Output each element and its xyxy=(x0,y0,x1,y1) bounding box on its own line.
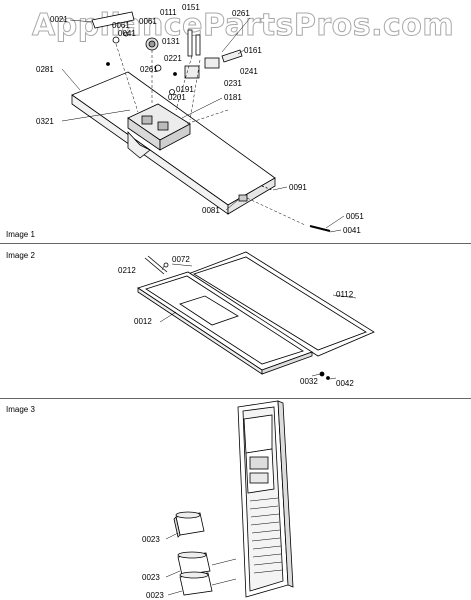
section-label-image1: Image 1 xyxy=(6,230,35,239)
part-label: 0321 xyxy=(36,117,54,126)
part-label: 0131 xyxy=(162,37,180,46)
image2-diagram: 0212 0072 0112 0012 0032 0042 xyxy=(118,251,375,388)
part-label: 0023 xyxy=(146,591,164,600)
part-label: 0161 xyxy=(244,46,262,55)
section-divider xyxy=(0,398,471,399)
image1-diagram: 0021 0061 0061 0041 0111 0151 0261 0131 … xyxy=(36,3,364,235)
part-label: 0241 xyxy=(240,67,258,76)
part-label: 0021 xyxy=(50,15,68,24)
part-label: 0072 xyxy=(172,255,190,264)
part-label: 0051 xyxy=(346,212,364,221)
image2-part-labels: 0212 0072 0112 0012 0032 0042 xyxy=(118,255,354,388)
part-label: 0023 xyxy=(142,573,160,582)
part-label: 0281 xyxy=(36,65,54,74)
part-label: 0023 xyxy=(142,535,160,544)
part-label: 0112 xyxy=(336,290,354,299)
part-label: 0231 xyxy=(224,79,242,88)
top-cover-side-edge xyxy=(227,177,276,215)
part-label: 0032 xyxy=(300,377,318,386)
section-divider xyxy=(0,243,471,244)
part-label: 0191 xyxy=(176,85,194,94)
part-label: 0181 xyxy=(224,93,242,102)
part-label: 0151 xyxy=(182,3,200,12)
part-label: 0061 xyxy=(112,21,130,30)
part-label: 0091 xyxy=(289,183,307,192)
section-label-image2: Image 2 xyxy=(6,251,35,260)
image3-part-labels: 0023 0023 0023 xyxy=(142,535,164,600)
part-label: 0041 xyxy=(118,29,136,38)
door-bin xyxy=(177,551,211,576)
image3-diagram: 0023 0023 0023 xyxy=(142,400,294,600)
part-label: 0012 xyxy=(134,317,152,326)
part-label: 0041 xyxy=(343,226,361,235)
section-label-image3: Image 3 xyxy=(6,405,35,414)
part-label: 0081 xyxy=(202,206,220,215)
part-label: 0061 xyxy=(139,17,157,26)
part-label: 0261 xyxy=(232,9,250,18)
part-label: 0042 xyxy=(336,379,354,388)
part-label: 0261 xyxy=(140,65,158,74)
part-label: 0201 xyxy=(168,93,186,102)
image1-part-labels: 0021 0061 0061 0041 0111 0151 0261 0131 … xyxy=(36,3,364,235)
part-label: 0111 xyxy=(160,8,177,17)
part-label: 0221 xyxy=(164,54,182,63)
part-label: 0212 xyxy=(118,266,136,275)
door-bin xyxy=(179,571,213,596)
door-bin xyxy=(173,511,205,538)
